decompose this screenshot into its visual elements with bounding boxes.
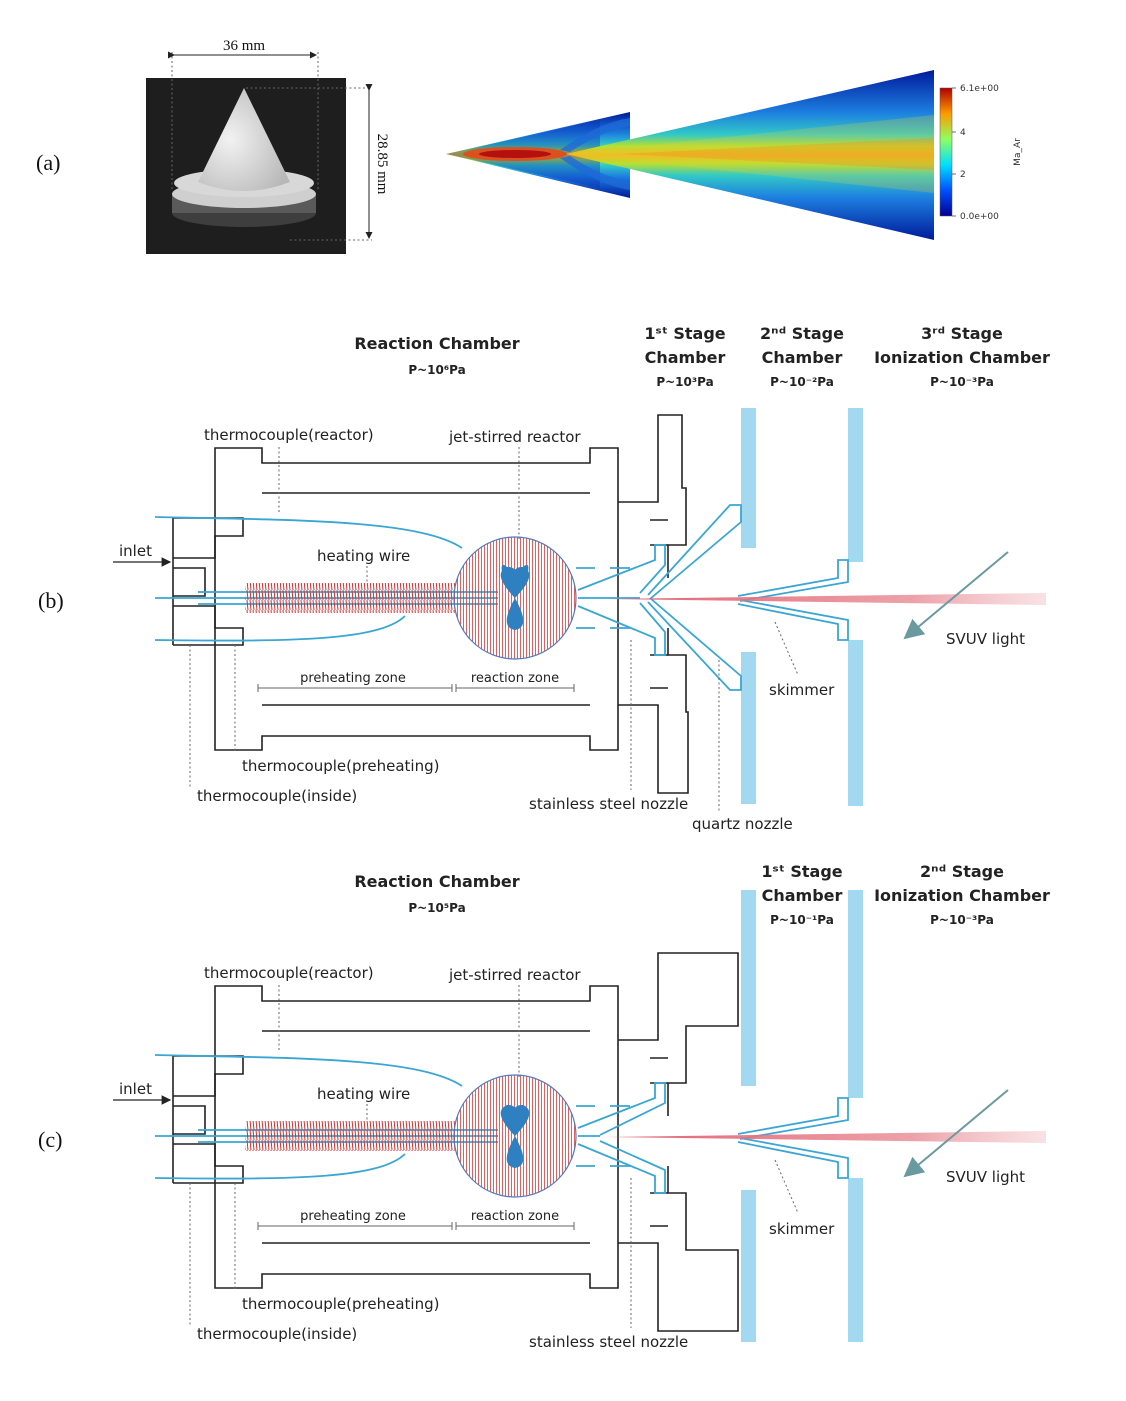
label-svuv: SVUV light	[946, 630, 1025, 648]
pressure-stage1: P~10³Pa	[656, 375, 713, 389]
panel-c: (c) Reaction Chamber P~10⁵Pa 1ˢᵗ Stage C…	[38, 862, 1050, 1351]
label-ss-nozzle-c: stainless steel nozzle	[529, 1333, 688, 1351]
apparatus-c	[113, 890, 1046, 1342]
label-inlet-c: inlet	[119, 1080, 152, 1098]
label-tc-reactor-c: thermocouple(reactor)	[204, 964, 374, 982]
label-svuv-c: SVUV light	[946, 1168, 1025, 1186]
header-stage2-line2-c: Ionization Chamber	[874, 886, 1050, 905]
pressure-stage2-c: P~10⁻³Pa	[930, 913, 994, 927]
mach-colorbar: 6.1e+00 4 2 0.0e+00 Ma_Ar	[939, 84, 1023, 222]
label-tc-inside: thermocouple(inside)	[197, 787, 357, 805]
panel-b-label: (b)	[38, 588, 64, 613]
label-jsr-c: jet-stirred reactor	[448, 966, 581, 984]
pressure-stage1-c: P~10⁻¹Pa	[770, 913, 834, 927]
header-stage2-line1-c: 2ⁿᵈ Stage	[920, 862, 1004, 881]
header-stage2-line1: 2ⁿᵈ Stage	[760, 324, 844, 343]
colorbar-tick-4: 4	[960, 128, 966, 138]
height-dimension: 28.85 mm	[246, 84, 390, 241]
mach-contour-plot	[446, 70, 934, 240]
header-reaction-chamber: Reaction Chamber	[354, 334, 519, 353]
label-preheating-zone-c: preheating zone	[300, 1209, 406, 1224]
header-reaction-chamber-c: Reaction Chamber	[354, 872, 519, 891]
colorbar-tick-2: 2	[960, 170, 966, 180]
pressure-reaction-chamber: P~10⁶Pa	[408, 363, 465, 377]
header-stage3-line1: 3ʳᵈ Stage	[921, 324, 1003, 343]
colorbar-max: 6.1e+00	[960, 84, 999, 94]
label-tc-reactor: thermocouple(reactor)	[204, 426, 374, 444]
label-tc-inside-c: thermocouple(inside)	[197, 1325, 357, 1343]
label-heating-wire: heating wire	[317, 547, 410, 565]
label-skimmer: skimmer	[769, 681, 835, 699]
panel-b: (b) Reaction Chamber P~10⁶Pa 1ˢᵗ Stage C…	[38, 324, 1050, 833]
header-stage1-line1-c: 1ˢᵗ Stage	[761, 862, 842, 881]
label-inlet: inlet	[119, 542, 152, 560]
header-stage1-line2-c: Chamber	[762, 886, 843, 905]
label-reaction-zone-c: reaction zone	[471, 1209, 559, 1224]
label-tc-preheating-c: thermocouple(preheating)	[242, 1295, 439, 1313]
colorbar-min: 0.0e+00	[960, 212, 999, 222]
pressure-stage2: P~10⁻²Pa	[770, 375, 834, 389]
label-skimmer-c: skimmer	[769, 1220, 835, 1238]
width-dim-label: 36 mm	[223, 38, 265, 54]
panel-a-label: (a)	[36, 150, 60, 175]
label-quartz-nozzle: quartz nozzle	[692, 815, 793, 833]
label-tc-preheating: thermocouple(preheating)	[242, 757, 439, 775]
label-ss-nozzle: stainless steel nozzle	[529, 795, 688, 813]
header-stage2-line2: Chamber	[762, 348, 843, 367]
height-dim-label: 28.85 mm	[374, 134, 390, 195]
apparatus-b	[113, 408, 1046, 812]
header-stage1-line2: Chamber	[645, 348, 726, 367]
label-reaction-zone: reaction zone	[471, 671, 559, 686]
label-heating-wire-c: heating wire	[317, 1085, 410, 1103]
pressure-reaction-chamber-c: P~10⁵Pa	[408, 901, 465, 915]
cone-photo	[146, 78, 346, 254]
colorbar-title: Ma_Ar	[1013, 138, 1023, 166]
header-stage1-line1: 1ˢᵗ Stage	[644, 324, 725, 343]
header-stage3-line2: Ionization Chamber	[874, 348, 1050, 367]
width-dimension: 36 mm	[168, 38, 319, 190]
panel-a: (a) 36 mm 28.85 mm	[36, 38, 1023, 254]
label-jsr: jet-stirred reactor	[448, 428, 581, 446]
pressure-stage3: P~10⁻³Pa	[930, 375, 994, 389]
panel-c-label: (c)	[38, 1127, 62, 1152]
label-preheating-zone: preheating zone	[300, 671, 406, 686]
